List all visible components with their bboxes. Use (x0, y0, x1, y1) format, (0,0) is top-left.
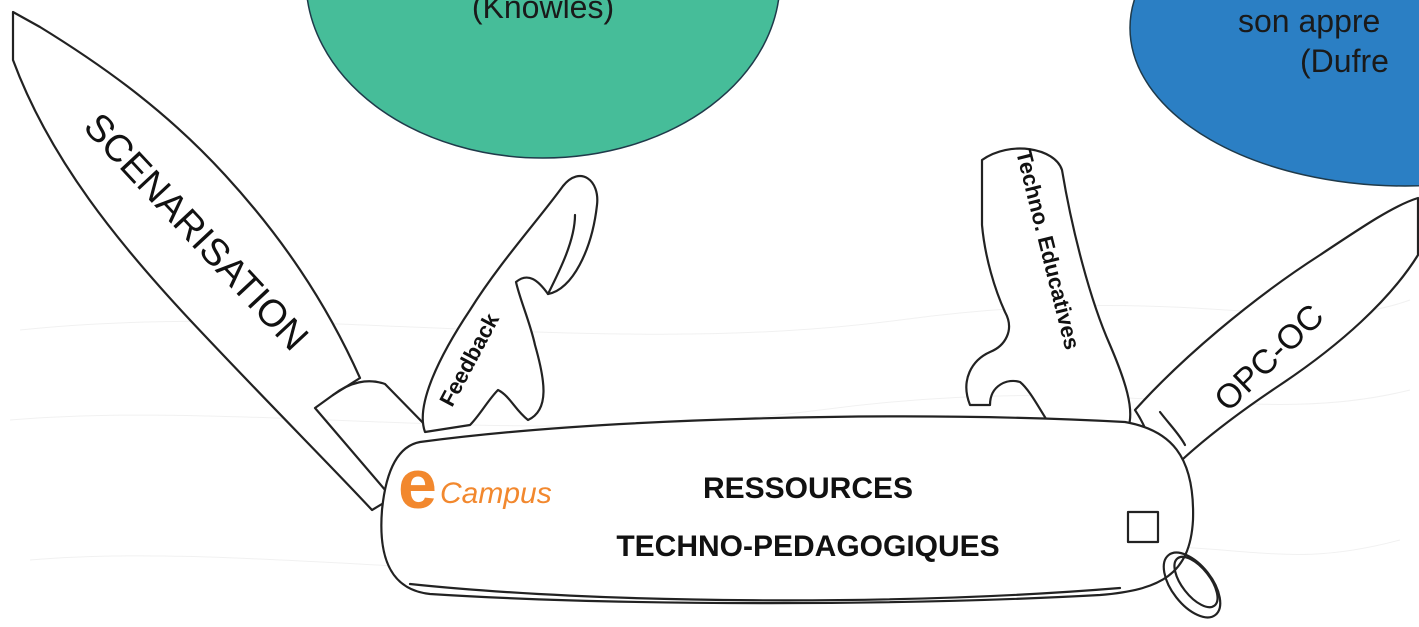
blue-bubble-line2: (Dufre (1300, 43, 1389, 79)
center-title-line2: TECHNO-PEDAGOGIQUES (616, 530, 999, 563)
blade-scenarisation-bolster (331, 380, 432, 432)
blue-bubble-line1: son appre (1238, 3, 1380, 39)
key-ring-inner (1173, 555, 1219, 609)
blue-bubble: son appre (Dufre (1129, 0, 1419, 187)
green-bubble-text: (Knowles) (472, 0, 614, 25)
knife-handle-edge (408, 582, 1122, 602)
center-title-line1: RESSOURCES (703, 472, 913, 505)
knife-handle (380, 415, 1195, 605)
knife-outline (11, 10, 1419, 619)
ecampus-logo-text: Campus (440, 477, 552, 510)
keyring-shackle (1126, 510, 1160, 544)
tool-feedback-hook (546, 213, 577, 296)
blue-bubble-shape (1129, 0, 1419, 187)
blade-opcoc-base (1158, 410, 1187, 447)
ecampus-logo-mark: e (398, 445, 437, 523)
green-bubble-shape (306, 0, 780, 159)
green-bubble: (Knowles) (306, 0, 780, 159)
ecampus-logo: e Campus (398, 445, 552, 523)
tool-educatives-shape (965, 147, 1132, 430)
